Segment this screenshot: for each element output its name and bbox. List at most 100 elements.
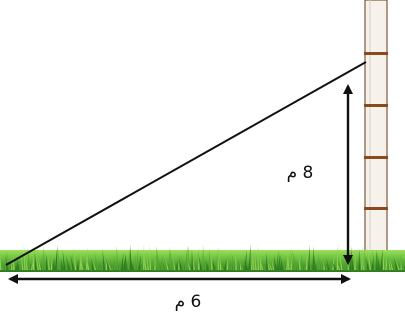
- grass-blade: [57, 248, 59, 270]
- grass-blade: [253, 256, 255, 270]
- grass-blade: [318, 251, 321, 270]
- grass-blade: [48, 253, 50, 270]
- grass-blade: [37, 253, 42, 270]
- grass-blade: [35, 250, 39, 270]
- grass-blade: [358, 248, 361, 270]
- grass-blade: [313, 254, 317, 270]
- grass-blade: [395, 258, 400, 270]
- grass-blade: [287, 253, 290, 270]
- grass-blade: [164, 257, 167, 270]
- grass-blade: [20, 249, 24, 270]
- grass-blade: [217, 246, 220, 270]
- grass-blade: [248, 244, 251, 270]
- grass-blade: [187, 260, 191, 270]
- grass-blade: [6, 250, 11, 270]
- grass-blade: [62, 248, 66, 270]
- grass-blade: [372, 248, 376, 270]
- grass-blade: [273, 254, 277, 270]
- grass-blade: [91, 257, 94, 270]
- grass-blade: [129, 244, 132, 270]
- grass-blade: [80, 260, 86, 270]
- grass-blade: [65, 261, 68, 270]
- grass-blade: [316, 258, 319, 270]
- grass-blade: [192, 257, 196, 270]
- grass-blade: [101, 261, 103, 270]
- grass-blade: [191, 248, 193, 270]
- grass-blade: [290, 248, 295, 270]
- grass-blade: [45, 253, 48, 270]
- grass-blade: [231, 251, 235, 270]
- grass-blade: [330, 257, 332, 270]
- grass-blade: [138, 254, 141, 270]
- grass-blade: [219, 257, 224, 270]
- grass-blade: [303, 261, 306, 270]
- grass-blade: [320, 260, 323, 270]
- grass-blade: [271, 259, 275, 270]
- grass-blade: [156, 247, 160, 270]
- grass-blade: [143, 244, 145, 270]
- grass-blade: [195, 259, 199, 270]
- grass-blade: [125, 254, 127, 270]
- grass-blade: [224, 255, 228, 270]
- grass-blade: [127, 247, 131, 270]
- grass-blade: [0, 253, 2, 270]
- base-label: 6 م: [175, 292, 202, 312]
- grass-blade: [326, 257, 330, 270]
- grass-blade: [11, 257, 13, 270]
- height-label: 8 م: [287, 163, 314, 183]
- grass-blade: [267, 260, 270, 270]
- grass-blade: [19, 258, 22, 270]
- grass-blade: [52, 257, 55, 270]
- grass-blade: [34, 251, 37, 270]
- grass-blade: [355, 259, 358, 270]
- grass-blade: [210, 251, 213, 270]
- grass-blade: [268, 259, 273, 270]
- grass-blade: [169, 248, 171, 270]
- grass-blade: [331, 259, 336, 270]
- grass-blade: [176, 259, 178, 270]
- grass-blade: [259, 249, 262, 270]
- grass-blade: [129, 254, 134, 270]
- grass-blade: [292, 248, 297, 270]
- grass-blade: [392, 258, 396, 270]
- grass-blade: [85, 253, 90, 270]
- grass-blade: [209, 248, 211, 270]
- grass-blade: [92, 259, 97, 270]
- grass-blade: [198, 247, 200, 270]
- grass-blade: [277, 253, 279, 270]
- grass-blade: [121, 253, 124, 270]
- grass-blade: [134, 252, 136, 270]
- grass-blade: [30, 260, 34, 270]
- grass-blade: [116, 245, 119, 270]
- grass-blade: [400, 252, 405, 270]
- grass-blade: [173, 257, 176, 270]
- grass-blade: [55, 244, 58, 270]
- grass-blade: [386, 253, 389, 270]
- grass-blade: [244, 249, 247, 270]
- grass-blade: [229, 256, 233, 270]
- grass-blade: [354, 250, 356, 270]
- grass-blade: [60, 258, 64, 270]
- grass-blade: [118, 259, 122, 270]
- grass-blade: [226, 250, 229, 270]
- grass-blade: [243, 258, 248, 270]
- grass-blade: [336, 261, 341, 270]
- grass-blade: [366, 257, 369, 270]
- grass-blade: [400, 260, 402, 270]
- pole-band: [364, 104, 388, 107]
- grass-blade: [113, 254, 116, 270]
- grass-blade: [70, 253, 75, 270]
- grass-blade: [105, 255, 110, 270]
- grass-blade: [102, 248, 105, 270]
- grass-blade: [32, 246, 35, 270]
- pole-band: [364, 156, 388, 159]
- grass-blade: [15, 261, 19, 270]
- grass-blade: [237, 261, 240, 270]
- grass-blade: [382, 249, 385, 270]
- grass-blade: [17, 259, 20, 270]
- grass-blade: [309, 257, 312, 270]
- grass-blade: [178, 261, 180, 270]
- grass-blade: [50, 257, 53, 270]
- grass-blade: [294, 256, 299, 270]
